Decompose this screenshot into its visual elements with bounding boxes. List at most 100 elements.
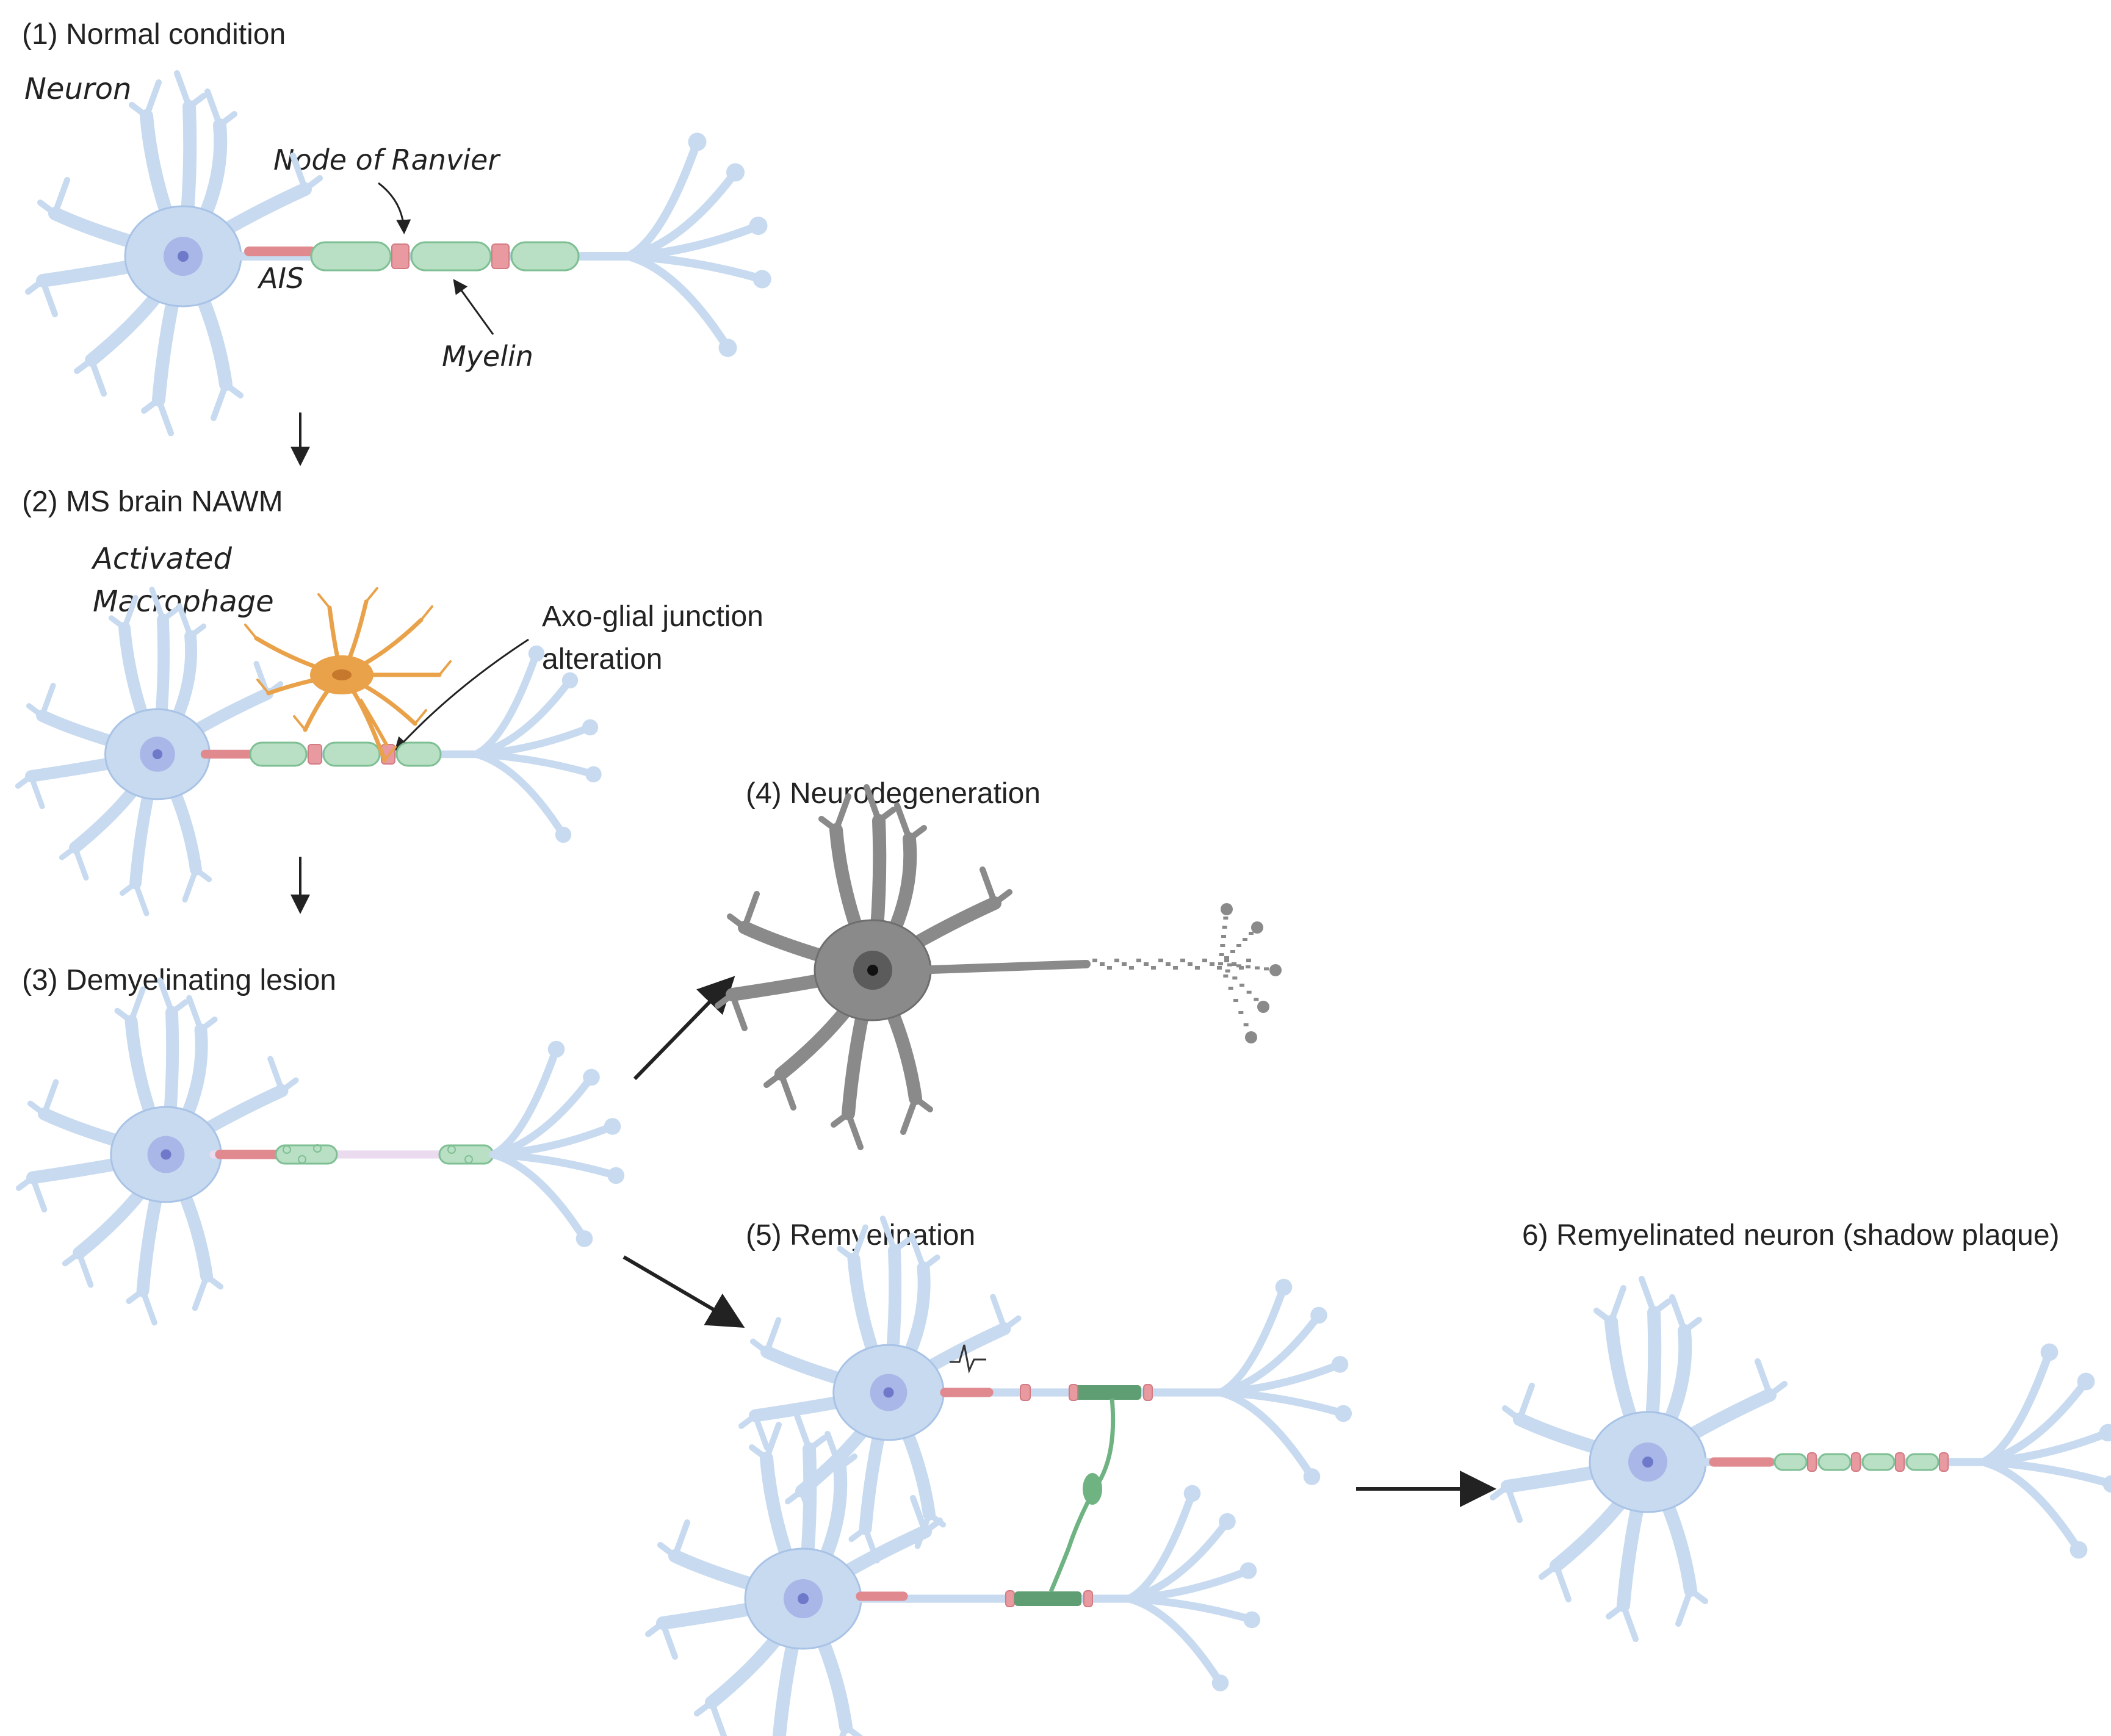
- myelin-sheath: [1905, 1453, 1940, 1471]
- myelin-sheath: [310, 241, 392, 272]
- macrophage-process-branch: [365, 587, 378, 603]
- node-of-ranvier: [1143, 1384, 1153, 1401]
- dendrite-branch: [1669, 1294, 1687, 1334]
- terminal-bouton: [1240, 1562, 1257, 1579]
- dendrite-branch: [1675, 1587, 1694, 1627]
- dendrite-branch: [211, 381, 229, 421]
- terminal-bouton: [1243, 1611, 1261, 1629]
- dendrite-branch: [742, 891, 760, 931]
- myelin-label: Myelin: [442, 340, 533, 373]
- axon-fragment: [1180, 959, 1185, 962]
- arrow-3-to-5: [622, 1255, 745, 1328]
- terminal-bouton: [583, 1068, 600, 1086]
- myelin-debris: [313, 1144, 322, 1153]
- axon-fragment: [1158, 959, 1163, 962]
- nucleolus: [798, 1593, 809, 1604]
- terminal-bouton: [585, 766, 602, 783]
- myelin-debris: [464, 1155, 473, 1164]
- terminal-branch: [489, 1150, 588, 1243]
- terminal-fragment: [1227, 963, 1232, 967]
- terminal-fragment: [1220, 944, 1225, 947]
- terminal-fragment: [1255, 966, 1260, 970]
- terminal-fragment: [1249, 932, 1254, 935]
- terminal-fragment: [1230, 950, 1235, 953]
- myelin-sheath: [1861, 1453, 1896, 1471]
- dendrite-branch: [72, 845, 89, 881]
- node-of-ranvier: [1005, 1590, 1015, 1607]
- dendrite-branch: [864, 784, 882, 824]
- terminal-branch: [489, 1150, 620, 1180]
- myelin-debris: [447, 1145, 456, 1154]
- dendrite-branch: [41, 1079, 59, 1117]
- terminal-branch: [1979, 1348, 2054, 1466]
- axon-fragment: [1224, 959, 1229, 962]
- terminal-bouton: [2102, 1475, 2111, 1493]
- dendrite-branch: [140, 1288, 157, 1326]
- macrophage-process-branch: [438, 660, 452, 676]
- dendrite-branch: [176, 603, 193, 639]
- terminal-bouton: [726, 163, 745, 182]
- terminal-bouton: [752, 270, 771, 289]
- terminal-bouton: [1183, 1485, 1201, 1502]
- axon-fragment: [1202, 959, 1207, 962]
- nucleolus: [867, 965, 878, 976]
- dendrite-branch: [1608, 1285, 1626, 1325]
- terminal-fragment: [1246, 965, 1250, 968]
- dendrite-branch: [825, 1431, 843, 1471]
- terminal-bouton: [718, 339, 737, 357]
- dendrite-branch: [1639, 1276, 1657, 1316]
- axon-fragment: [1136, 959, 1141, 962]
- macrophage-process-branch: [383, 746, 397, 762]
- terminal-fragment: [1218, 962, 1223, 965]
- dendrite-branch: [845, 1111, 864, 1150]
- nucleolus: [883, 1387, 894, 1398]
- arrow-3-to-4: [633, 976, 735, 1081]
- terminal-fragment: [1221, 935, 1226, 938]
- dendrite-branch: [29, 1175, 48, 1212]
- myelin-sheath: [395, 741, 442, 767]
- dendrite-branch: [763, 1317, 782, 1355]
- dendrite-branch: [88, 357, 107, 397]
- terminal-bouton: [1303, 1468, 1321, 1485]
- remyelinating-neuron-lower: [645, 1413, 1261, 1736]
- dendrite-branch: [990, 1294, 1008, 1332]
- axon-fragment: [1144, 962, 1149, 966]
- node-of-ranvier: [308, 744, 322, 765]
- axon-fragment: [1114, 959, 1119, 962]
- terminal-bouton: [2040, 1343, 2059, 1361]
- stage3-title: (3) Demyelinating lesion: [22, 964, 336, 996]
- axon: [911, 960, 1091, 974]
- dendrite-branch: [909, 1233, 926, 1271]
- dendrite-branch: [729, 992, 748, 1031]
- terminal-fragment: [1238, 1011, 1244, 1014]
- dendrite-branch: [174, 70, 192, 110]
- stage6-title: 6) Remyelinated neuron (shadow plaque): [1522, 1219, 2060, 1252]
- terminal-fragment: [1223, 917, 1229, 920]
- axon-fragment: [1210, 962, 1214, 966]
- node-of-ranvier: [1939, 1452, 1949, 1472]
- dendrite-branch: [1517, 1383, 1535, 1422]
- dendrite-branch: [763, 1422, 782, 1461]
- macrophage-process-branch: [420, 605, 433, 621]
- dendrite-branch: [839, 1724, 849, 1736]
- dendrite-branch: [39, 683, 56, 719]
- terminal-fragment: [1236, 964, 1241, 968]
- terminal-bouton: [528, 645, 545, 662]
- dendrite-branch: [128, 986, 146, 1025]
- dendrite-branch: [121, 595, 139, 631]
- axon-fragment: [1107, 966, 1112, 970]
- terminal-branch: [472, 649, 541, 758]
- remyelinated-neuron: [1490, 1276, 2111, 1642]
- axon-fragment: [1173, 966, 1178, 970]
- terminal-bouton: [1310, 1306, 1327, 1324]
- terminal-branch: [1979, 1458, 2111, 1488]
- macrophage-process-branch: [293, 715, 306, 731]
- macrophage-process-branch: [244, 624, 258, 639]
- terminal-fragment: [1254, 998, 1259, 1001]
- terminal-branch: [624, 252, 732, 352]
- axon-fragment: [1188, 962, 1193, 966]
- terminal-branch: [624, 137, 702, 261]
- terminal-bouton: [688, 132, 707, 151]
